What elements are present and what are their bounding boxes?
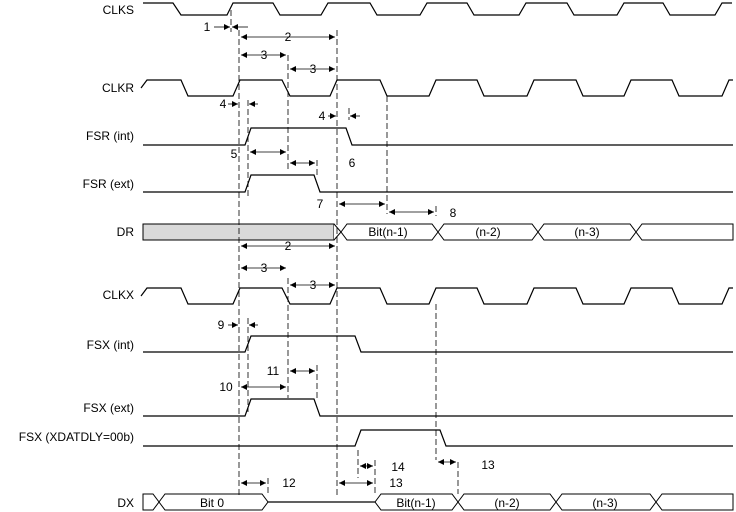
dr-bit-n-1: Bit(n-1) (368, 225, 407, 239)
timing-label-3: 3 (261, 48, 268, 62)
timing-label-11: 11 (267, 364, 280, 378)
timing-label-3: 3 (310, 278, 317, 292)
fsx-int-waveform (143, 335, 733, 353)
dr-label: DR (117, 225, 135, 239)
timing-label-10: 10 (219, 380, 233, 394)
dx-bit-n-3: (n-3) (592, 496, 617, 510)
fsx-int-label: FSX (int) (87, 338, 134, 352)
timing-label-9: 9 (218, 318, 225, 332)
timing-label-7: 7 (317, 197, 324, 211)
timing-label-4: 4 (319, 109, 326, 123)
timing-label-6: 6 (349, 156, 356, 170)
timing-label-3: 3 (261, 261, 268, 275)
dr-bus-segment-4 (635, 223, 734, 241)
clkx-waveform (140, 287, 733, 305)
dx-bit-n-2: (n-2) (494, 496, 519, 510)
timing-label-1: 1 (204, 20, 211, 34)
dx-bus-segment-4 (655, 493, 734, 511)
timing-label-12: 12 (282, 476, 296, 490)
dx-bit-n-1: Bit(n-1) (396, 496, 435, 510)
timing-label-5: 5 (231, 147, 238, 161)
timing-label-13: 13 (389, 476, 403, 490)
dx-bus-start (142, 493, 160, 511)
fsx-ext-label: FSX (ext) (83, 401, 134, 415)
fsx-xdatdly-waveform (143, 429, 733, 447)
dx-bit-0: Bit 0 (200, 496, 224, 510)
clks-waveform (143, 2, 732, 16)
fsx-xdatdly-label: FSX (XDATDLY=00b) (19, 430, 134, 444)
clkx-label: CLKX (103, 288, 134, 302)
timing-label-2: 2 (285, 30, 292, 44)
clkr-label: CLKR (102, 81, 134, 95)
dx-label: DX (117, 496, 134, 510)
fsx-ext-waveform (143, 398, 733, 417)
timing-label-14: 14 (391, 460, 405, 474)
timing-label-2: 2 (285, 239, 292, 253)
timing-label-8: 8 (450, 206, 457, 220)
fsr-ext-waveform (143, 174, 733, 193)
fsr-int-waveform (143, 127, 733, 146)
clks-label: CLKS (103, 3, 134, 17)
dr-bit-n-2: (n-2) (475, 225, 500, 239)
timing-label-13: 13 (481, 458, 495, 472)
dr-bus-idle (142, 223, 335, 241)
timing-label-3: 3 (310, 62, 317, 76)
fsr-ext-label: FSR (ext) (83, 177, 134, 191)
clkr-waveform (140, 79, 733, 97)
fsr-int-label: FSR (int) (86, 129, 134, 143)
timing-label-4: 4 (220, 97, 227, 111)
dr-bit-n-3: (n-3) (574, 225, 599, 239)
